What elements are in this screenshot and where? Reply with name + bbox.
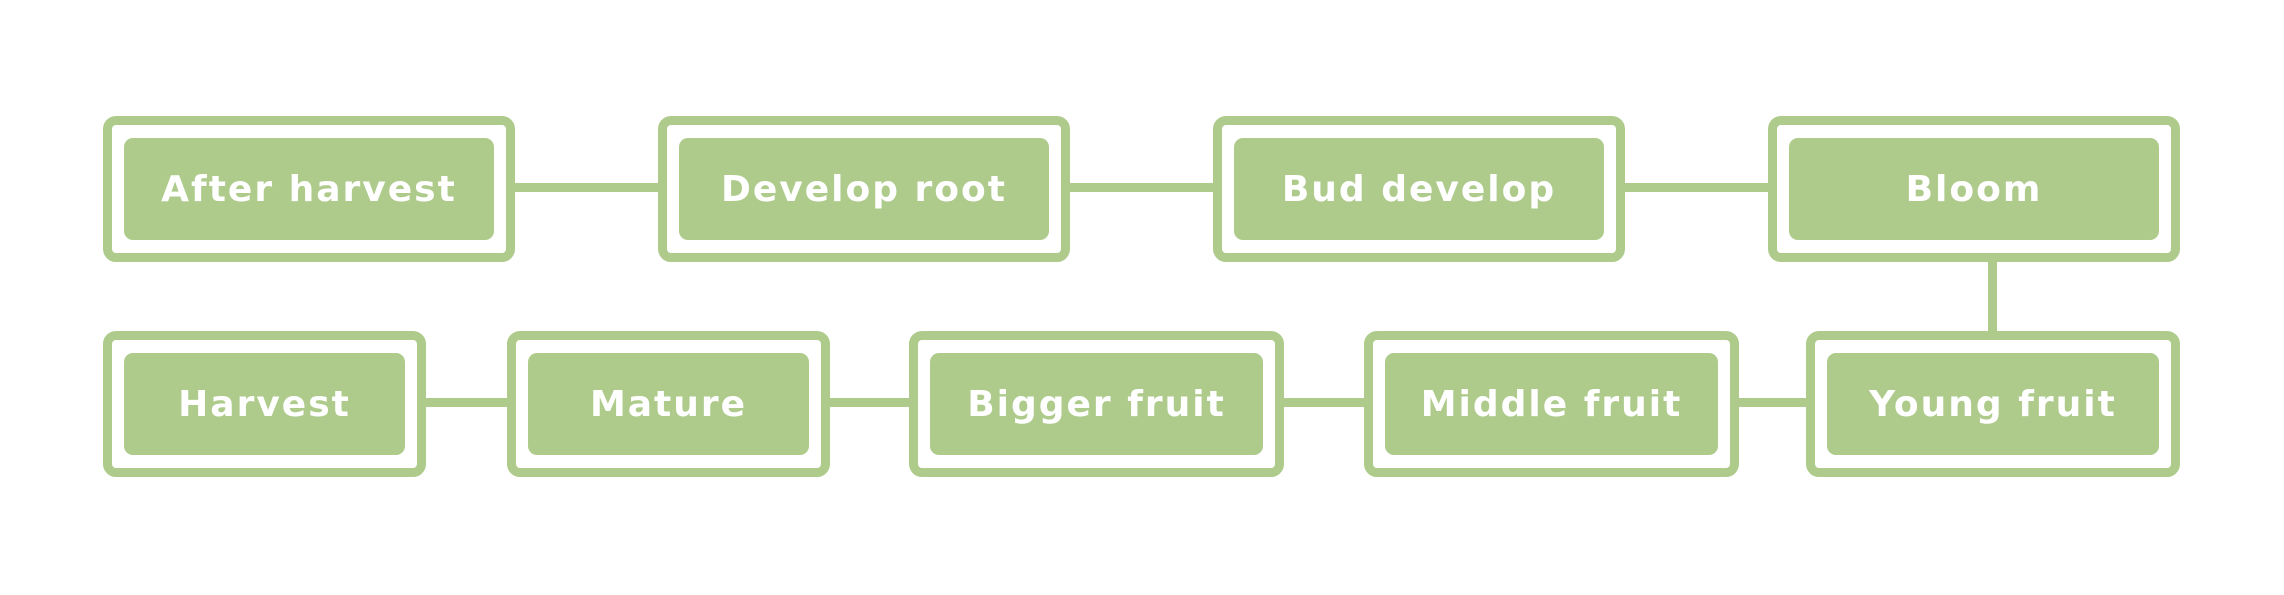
connector-middle-fruit-to-bigger-fruit (1278, 398, 1368, 407)
stage-young-fruit-fill: Young fruit (1827, 353, 2159, 455)
stage-harvest: Harvest (103, 331, 426, 477)
stage-after-harvest-fill: After harvest (124, 138, 494, 240)
stage-bloom-fill: Bloom (1789, 138, 2159, 240)
stage-young-fruit: Young fruit (1806, 331, 2180, 477)
stage-mature: Mature (507, 331, 830, 477)
stage-develop-root-fill: Develop root (679, 138, 1049, 240)
stage-label: After harvest (161, 168, 457, 210)
stage-label: Young fruit (1869, 383, 2117, 425)
stage-label: Middle fruit (1420, 383, 1683, 425)
stage-bigger-fruit-fill: Bigger fruit (930, 353, 1263, 455)
stage-bigger-fruit: Bigger fruit (909, 331, 1284, 477)
connector-mature-to-harvest (420, 398, 510, 407)
stage-label: Bloom (1905, 168, 2043, 210)
stage-bud-develop-fill: Bud develop (1234, 138, 1604, 240)
stage-mature-fill: Mature (528, 353, 809, 455)
stage-after-harvest: After harvest (103, 116, 515, 262)
connector-bigger-fruit-to-mature (823, 398, 913, 407)
stage-middle-fruit: Middle fruit (1364, 331, 1739, 477)
stage-label: Harvest (178, 383, 351, 425)
connector-bloom-to-young-fruit (1988, 255, 1997, 337)
stage-label: Develop root (721, 168, 1007, 210)
stage-label: Bud develop (1281, 168, 1557, 210)
connector-after-harvest-to-develop-root (511, 183, 663, 192)
stage-label: Mature (589, 383, 748, 425)
connector-young-fruit-to-middle-fruit (1733, 398, 1811, 407)
stage-middle-fruit-fill: Middle fruit (1385, 353, 1718, 455)
stage-develop-root: Develop root (658, 116, 1070, 262)
stage-label: Bigger fruit (967, 383, 1226, 425)
connector-develop-root-to-bud-develop (1066, 183, 1218, 192)
stage-bloom: Bloom (1768, 116, 2180, 262)
stage-bud-develop: Bud develop (1213, 116, 1625, 262)
stage-harvest-fill: Harvest (124, 353, 405, 455)
connector-bud-develop-to-bloom (1621, 183, 1773, 192)
